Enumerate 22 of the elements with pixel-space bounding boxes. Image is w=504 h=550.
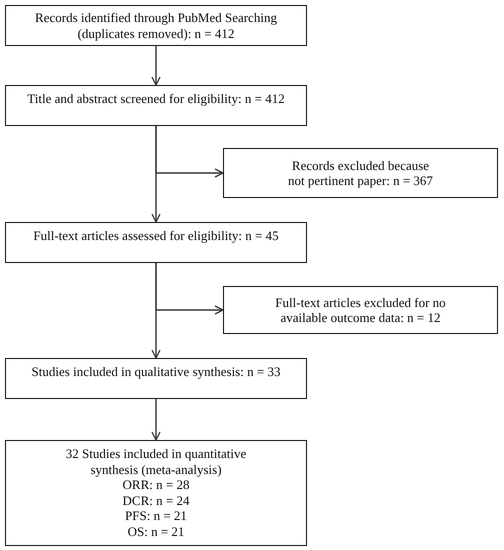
step-text: Full-text articles excluded for no available outcome data: n = 12 (274, 294, 447, 326)
process-box (5, 85, 307, 126)
step-text: Records identified through PubMed Searching (duplicates removed): n = 412 (34, 10, 278, 41)
step-text: Records excluded because not pertinent paper: n = 367 (287, 158, 434, 188)
step-text: Title and abstract screened for eligibility: n = 412 (27, 91, 285, 106)
outcome-count: DCR: n = 24 (122, 492, 190, 508)
process-box (5, 5, 307, 46)
arrow (151, 263, 161, 359)
arrow (151, 399, 161, 441)
step-text: Studies included in qualitative synthesis: n = 33 (32, 364, 280, 380)
step-text: 32 Studies included in quantitative synthesis (meta-analysis) (64, 446, 248, 477)
outcome-count: OS: n = 21 (128, 524, 184, 539)
process-box (5, 440, 307, 546)
exclusion-box (223, 148, 498, 198)
arrow (151, 46, 161, 86)
outcome-count: PFS: n = 21 (125, 508, 187, 524)
arrow (151, 126, 161, 223)
process-box (5, 358, 307, 399)
outcome-count: ORR: n = 28 (122, 477, 190, 492)
process-box (5, 222, 307, 263)
exclusion-box (223, 286, 498, 334)
step-text: Full-text articles assessed for eligibility: n = 45 (33, 228, 279, 244)
